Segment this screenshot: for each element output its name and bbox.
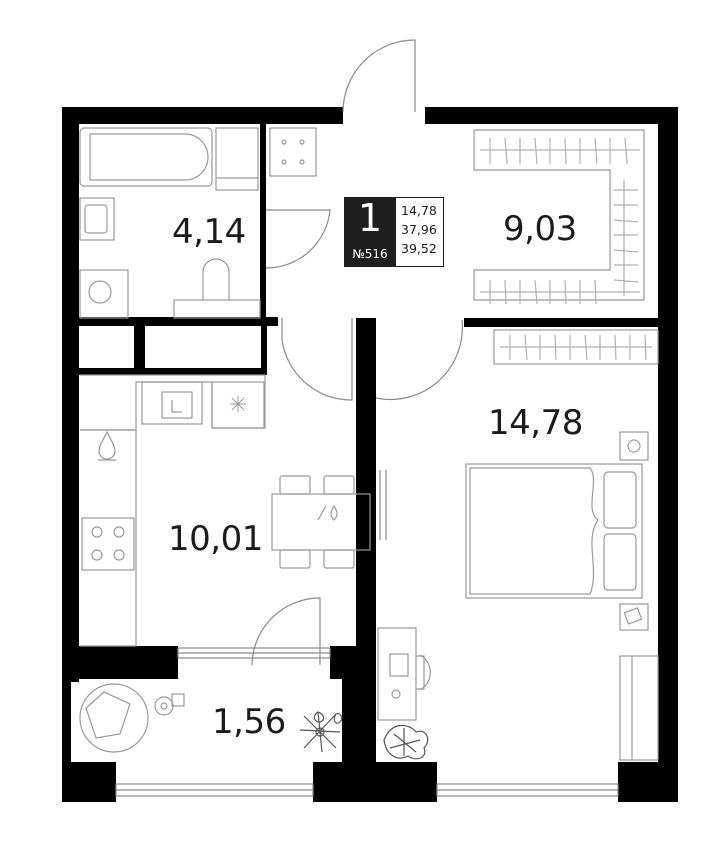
area-balcony: 1,56 (212, 702, 286, 742)
chair-3 (279, 549, 311, 569)
walls (62, 107, 678, 802)
wall-top-right (425, 107, 678, 124)
kitchen-sink (141, 381, 203, 425)
wall-kitchen-bottom-left (62, 646, 178, 679)
area-bedroom: 14,78 (488, 403, 583, 443)
furniture (79, 127, 659, 761)
wardrobe-shelves (473, 129, 645, 301)
chair-1 (279, 475, 311, 495)
balcony-door (251, 597, 321, 666)
wall-kitchen-bottom-right (330, 646, 376, 679)
bed-blanket (469, 467, 599, 595)
wall-left (62, 107, 79, 682)
wall-storage-top (62, 317, 278, 326)
cooktop (81, 517, 135, 571)
nightstand-top (619, 431, 649, 461)
dresser (619, 655, 659, 761)
washing-machine (79, 269, 129, 319)
wall-corridor-right (356, 318, 376, 408)
total-area: 37,96 (401, 222, 437, 237)
wall-top-left (62, 107, 343, 124)
wall-bedroom-top (464, 318, 678, 327)
room-count: 1 (357, 196, 383, 240)
doors (251, 39, 463, 666)
plant-balcony (299, 711, 343, 753)
chair-2 (323, 475, 355, 495)
hangers-top (480, 137, 640, 305)
wall-balcony-right (342, 679, 376, 764)
wall-storage-bottom (62, 368, 267, 375)
bed (465, 463, 643, 599)
chair-4 (323, 549, 355, 569)
stove-corridor (269, 127, 317, 177)
bathroom-door (265, 209, 331, 269)
wall-balcony-left (62, 679, 71, 764)
desk (377, 627, 417, 721)
hangers-bedroom (500, 334, 652, 361)
wall-storage-divider (134, 320, 145, 374)
toilet (173, 299, 261, 319)
pillow-top (603, 471, 637, 529)
area-wardrobe: 9,03 (503, 209, 577, 249)
bathtub (79, 127, 213, 187)
windows (115, 647, 619, 797)
wall-bottom-right-corner (618, 762, 678, 802)
total-area-with-balcony: 39,52 (401, 241, 437, 256)
apartment-number: №516 (352, 247, 388, 261)
kitchen-door (281, 318, 353, 401)
pillow-bottom (603, 533, 637, 591)
wall-storage-right (261, 320, 267, 374)
kitchen-counter-side (80, 429, 137, 647)
sink (79, 197, 115, 241)
nightstand-bottom (619, 603, 649, 631)
round-chair (79, 683, 149, 753)
plant-bedroom (383, 724, 429, 760)
area-bathroom: 4,14 (172, 212, 246, 252)
water-drop-icon (98, 430, 116, 460)
apartment-badge: 1 №516 (344, 197, 396, 267)
side-table (154, 696, 174, 716)
wall-bath-right (260, 124, 266, 324)
wall-bottom-middle (313, 762, 437, 802)
wall-right (658, 107, 678, 764)
bedroom-door (375, 319, 463, 401)
entrance-door (342, 39, 416, 113)
dining-table (271, 493, 371, 551)
living-area: 14,78 (401, 203, 437, 218)
bedroom-shelf (493, 329, 659, 365)
desk-chair (419, 654, 431, 691)
areas-summary: 14,78 37,96 39,52 (396, 197, 444, 267)
wall-bottom-left-corner (62, 762, 116, 802)
area-kitchen: 10,01 (168, 519, 263, 559)
washing-machine-cabinet (215, 127, 259, 191)
dishwasher (211, 381, 265, 429)
